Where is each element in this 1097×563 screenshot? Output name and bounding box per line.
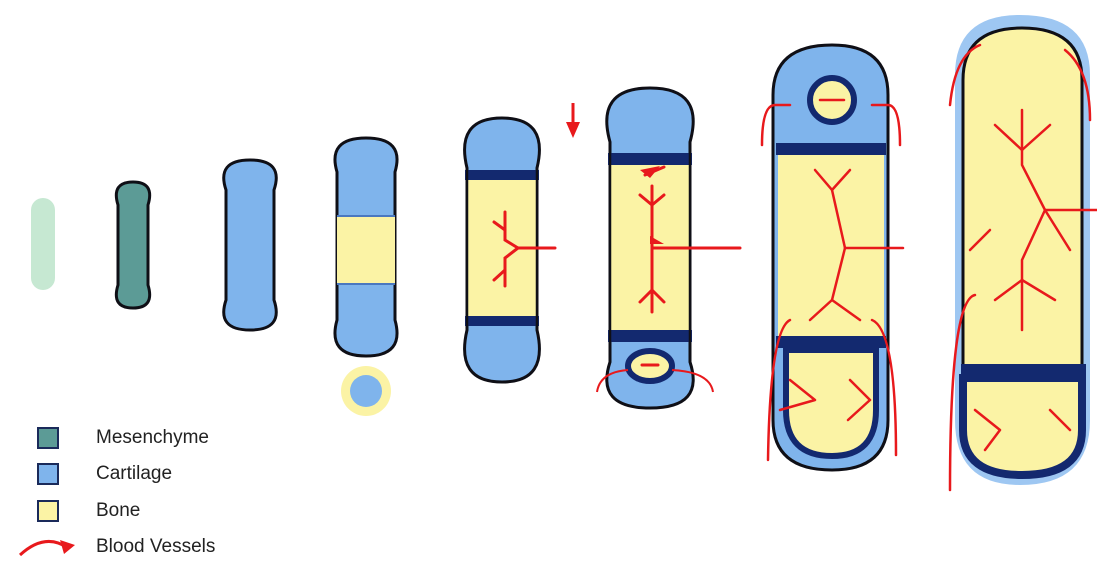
bone-swatch (37, 500, 59, 522)
stage-1-mesenchyme-condensation (31, 198, 55, 290)
cartilage-swatch (37, 463, 59, 485)
legend-label-mesenchyme: Mesenchyme (96, 427, 209, 449)
legend-label-bone: Bone (96, 500, 140, 522)
blood-vessel-legend-icon (20, 540, 75, 555)
legend-label-cartilage: Cartilage (96, 463, 172, 485)
stage-4-bone-collar (335, 138, 397, 416)
stage-2-mesenchyme-model (116, 182, 149, 308)
stage-8-mature-long-bone (950, 15, 1097, 490)
stage-3-cartilage-model (224, 160, 277, 330)
downward-arrow (566, 103, 580, 138)
stage-5-primary-ossification (465, 118, 555, 382)
legend-label-blood-vessels: Blood Vessels (96, 536, 215, 558)
stage-6-secondary-ossification (597, 88, 740, 408)
stage-7-secondary-center (762, 45, 903, 470)
mesenchyme-swatch (37, 427, 59, 449)
